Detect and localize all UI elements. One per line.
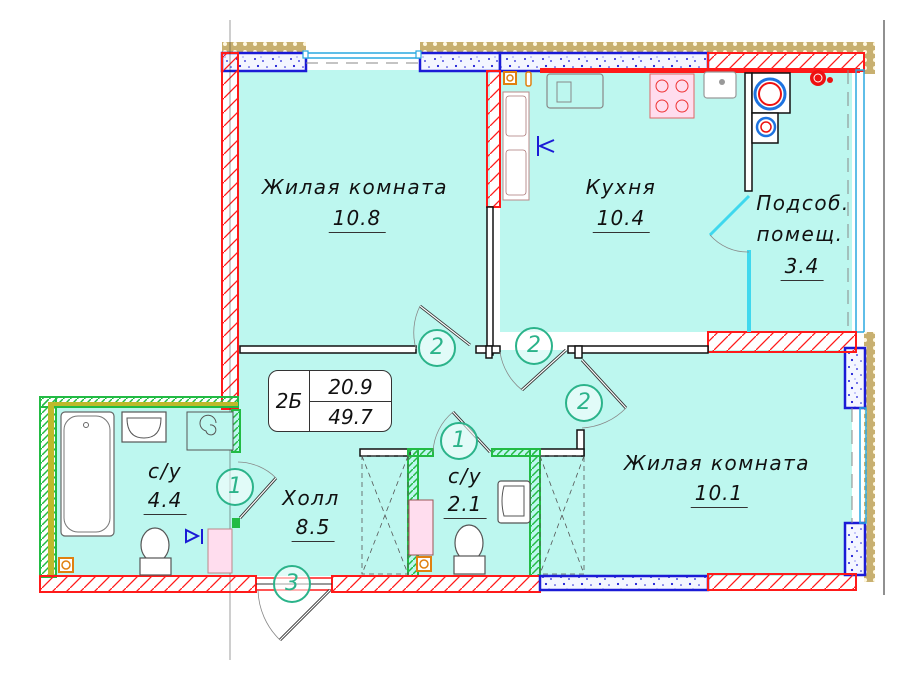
door-tag-bathroom-2: 1	[440, 422, 478, 460]
kitchen-left-wall	[486, 70, 501, 356]
room-area-utility: 3.4	[780, 254, 824, 281]
bottom-walls	[39, 573, 857, 593]
total-area: 49.7	[328, 405, 373, 429]
door-tag-entrance: 3	[273, 565, 311, 603]
room-area-living-1: 10.8	[328, 206, 386, 233]
middle-bearing-wall	[707, 331, 857, 353]
door-tag-kitchen: 2	[515, 327, 553, 365]
closets	[361, 455, 585, 575]
room-name-living-2: Жилая комната	[623, 451, 811, 475]
door-tag-living-1: 2	[418, 329, 456, 367]
door-tag-bathroom-1: 1	[216, 468, 254, 506]
bathroom-1-fixtures	[58, 411, 234, 576]
right-facade	[843, 20, 885, 595]
room-name-utility-line1: Подсоб.	[756, 191, 850, 215]
bathroom-2-fixtures	[408, 480, 531, 575]
apartment-summary: 2Б 20.9 49.7	[268, 370, 392, 432]
kitchen-fixtures	[502, 70, 833, 201]
room-area-living-2: 10.1	[690, 481, 748, 508]
radiator-marker-icon	[537, 136, 555, 156]
room-name-utility-line2: помещ.	[756, 222, 844, 246]
bathroom-1-walls	[39, 396, 241, 578]
utility-glass	[708, 194, 751, 332]
room-name-kitchen: Кухня	[585, 175, 657, 199]
room-area-kitchen: 10.4	[592, 206, 650, 233]
room-name-hall: Холл	[282, 486, 340, 510]
room-name-living-1: Жилая комната	[261, 175, 449, 199]
apartment-type: 2Б	[269, 371, 310, 431]
room-area-bathroom-1: 4.4	[143, 488, 187, 515]
living-area: 20.9	[310, 371, 391, 402]
door-tag-living-2: 2	[565, 384, 603, 422]
room-name-bathroom-1: с/у	[147, 459, 183, 483]
room-name-bathroom-2: с/у	[447, 464, 483, 488]
doors	[237, 304, 628, 642]
top-facade	[220, 42, 875, 74]
partitions	[239, 72, 753, 457]
room-area-hall: 8.5	[291, 515, 335, 542]
room-area-bathroom-2: 2.1	[443, 492, 487, 519]
